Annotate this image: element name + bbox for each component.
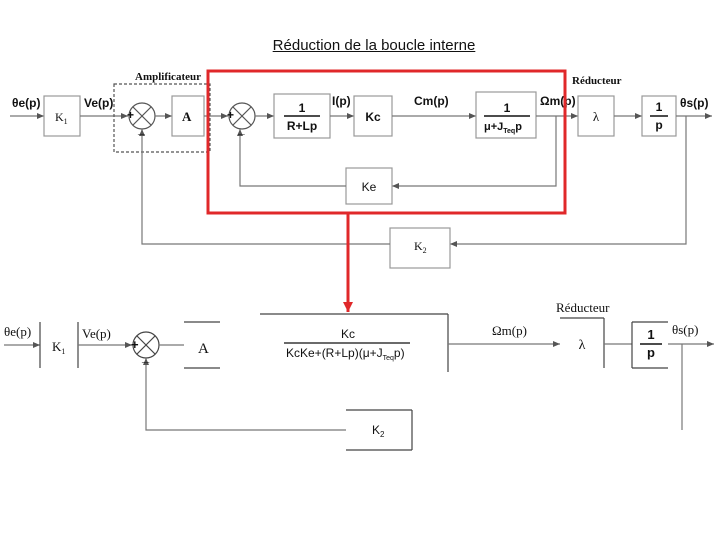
bottom-reduced-denominator: KcKe+(R+Lp)(μ+JTeqp) xyxy=(286,346,405,362)
bottom-block-diagram xyxy=(4,313,714,451)
bottom-k1-label: K1 xyxy=(52,339,65,356)
bottom-integrator-numerator: 1 xyxy=(647,327,654,342)
top-k2-label: K2 xyxy=(414,239,427,255)
top-lambda-label: λ xyxy=(593,109,600,124)
top-k1-label: K1 xyxy=(55,110,68,126)
k2-feedback-wire xyxy=(450,116,687,247)
top-mechanical-numerator: 1 xyxy=(504,101,511,115)
bottom-omega-label: Ωm(p) xyxy=(492,323,527,338)
bottom-integrator-denominator: p xyxy=(647,345,655,360)
top-sum2-plus: + xyxy=(227,108,234,122)
bottom-k2-label: K2 xyxy=(372,423,385,439)
page-title: Réduction de la boucle interne xyxy=(272,37,476,54)
top-current-label: I(p) xyxy=(332,94,351,108)
top-sum2-minus: _ xyxy=(237,122,245,136)
bottom-output-label: θs(p) xyxy=(672,322,698,337)
top-sum1-plus: + xyxy=(127,108,134,122)
amplifier-dashed-box xyxy=(113,83,211,153)
bottom-reducer-label: Réducteur xyxy=(556,300,610,315)
top-sum1-minus: _ xyxy=(137,122,145,136)
top-electrical-numerator: 1 xyxy=(299,101,306,115)
top-gain-a-label: A xyxy=(182,109,192,124)
inner-loop-highlight-box xyxy=(206,69,567,215)
top-omega-label: Ωm(p) xyxy=(540,94,576,108)
bottom-lambda-label: λ xyxy=(579,338,586,353)
bottom-sum-plus: + xyxy=(131,337,139,352)
top-ve-label: Ve(p) xyxy=(84,96,113,110)
bottom-ve-label: Ve(p) xyxy=(82,326,111,341)
top-mechanical-tf-block xyxy=(475,91,537,139)
top-reducer-label: Réducteur xyxy=(572,75,622,87)
ke-feedback-wire xyxy=(392,116,557,189)
top-ke-label: Ke xyxy=(362,180,377,194)
top-electrical-denominator: R+Lp xyxy=(287,119,317,133)
bottom-sum-minus: _ xyxy=(141,349,150,364)
bottom-gain-a-label: A xyxy=(198,341,209,357)
bottom-input-label: θe(p) xyxy=(4,324,31,339)
top-block-diagram xyxy=(10,83,712,269)
top-integrator-numerator: 1 xyxy=(656,100,663,114)
top-kc-label: Kc xyxy=(365,110,381,124)
top-output-label: θs(p) xyxy=(680,96,708,110)
top-input-label: θe(p) xyxy=(12,96,40,110)
top-k2-block xyxy=(389,227,451,269)
amplifier-label: Amplificateur xyxy=(135,71,201,83)
top-cm-label: Cm(p) xyxy=(414,94,449,108)
top-integrator-denominator: p xyxy=(655,118,662,132)
top-mechanical-denominator: μ+JTeqp xyxy=(484,121,522,135)
bottom-reduced-numerator: Kc xyxy=(341,327,355,341)
